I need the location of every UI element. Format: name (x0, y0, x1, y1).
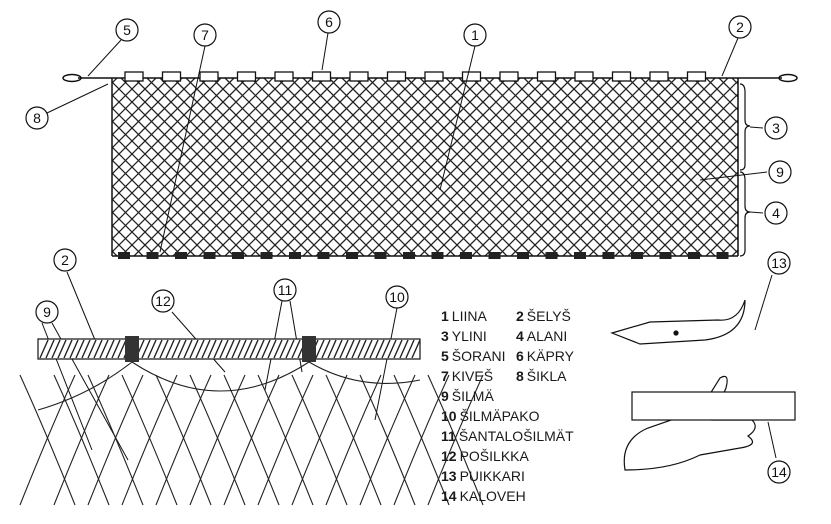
float (461, 71, 482, 82)
float (574, 71, 594, 82)
svg-text:1: 1 (471, 27, 479, 43)
svg-text:2: 2 (736, 19, 744, 35)
callout-2: 2 (53, 248, 77, 272)
float (349, 71, 369, 82)
sinker (260, 252, 273, 259)
svg-text:13: 13 (771, 255, 787, 271)
float (236, 71, 257, 82)
sinker (602, 252, 615, 259)
callout-9: 9 (35, 300, 59, 324)
svg-text:7: 7 (201, 27, 209, 43)
sinker (517, 252, 529, 259)
callout-3: 3 (764, 116, 788, 140)
float (649, 71, 669, 82)
float (124, 71, 144, 82)
callout-8: 8 (25, 106, 49, 130)
callout-14: 14 (767, 460, 791, 484)
sinker (488, 252, 501, 259)
svg-text:12: 12 (155, 293, 171, 309)
svg-text:10: 10 (389, 289, 405, 305)
needle-tool (610, 299, 746, 345)
svg-text:2: 2 (61, 252, 69, 268)
sinker (659, 252, 672, 259)
sinker (346, 252, 358, 259)
detail-mesh (19, 361, 484, 506)
float (686, 71, 707, 82)
sinker (317, 252, 330, 259)
detail-rope (37, 336, 421, 362)
svg-text:9: 9 (776, 164, 784, 180)
callout-12: 12 (151, 289, 175, 313)
sinker (175, 252, 187, 259)
sinker (232, 252, 244, 259)
svg-text:3: 3 (772, 120, 780, 136)
callout-10: 10 (385, 285, 409, 309)
sinkers (118, 252, 729, 259)
float (536, 71, 557, 82)
float (386, 71, 407, 82)
callout-13: 13 (767, 251, 791, 275)
callout-9: 9 (768, 160, 792, 184)
float (424, 71, 444, 82)
svg-text:9: 9 (43, 304, 51, 320)
sinker (460, 252, 472, 259)
svg-text:11: 11 (278, 282, 293, 298)
svg-text:8: 8 (33, 110, 41, 126)
sinker (688, 252, 700, 259)
sinker (545, 252, 558, 259)
callout-6: 6 (317, 10, 341, 34)
callout-4: 4 (764, 201, 788, 225)
sinker (716, 252, 729, 259)
sinker (146, 252, 159, 259)
callout-7: 7 (193, 23, 217, 47)
bracket-marks (739, 83, 751, 257)
sinker (203, 252, 216, 259)
float (274, 71, 294, 82)
sinker (374, 252, 387, 259)
sinker (631, 252, 643, 259)
float (311, 71, 332, 82)
callout-5: 5 (115, 18, 139, 42)
float (611, 71, 632, 82)
svg-text:5: 5 (123, 22, 131, 38)
net-mesh (112, 78, 738, 256)
sinker (118, 252, 130, 259)
sinker (574, 252, 586, 259)
floats (124, 71, 707, 82)
svg-text:4: 4 (772, 205, 780, 221)
svg-text:6: 6 (325, 14, 333, 30)
callout-11: 11 (273, 278, 297, 302)
callout-2: 2 (728, 15, 752, 39)
float (199, 71, 219, 82)
sinker (289, 252, 301, 259)
sinker (431, 252, 444, 259)
float (161, 71, 182, 82)
hand-with-gauge (623, 375, 796, 471)
callout-1: 1 (463, 23, 487, 47)
sinker (403, 252, 415, 259)
svg-text:14: 14 (771, 464, 787, 480)
float (499, 71, 519, 82)
